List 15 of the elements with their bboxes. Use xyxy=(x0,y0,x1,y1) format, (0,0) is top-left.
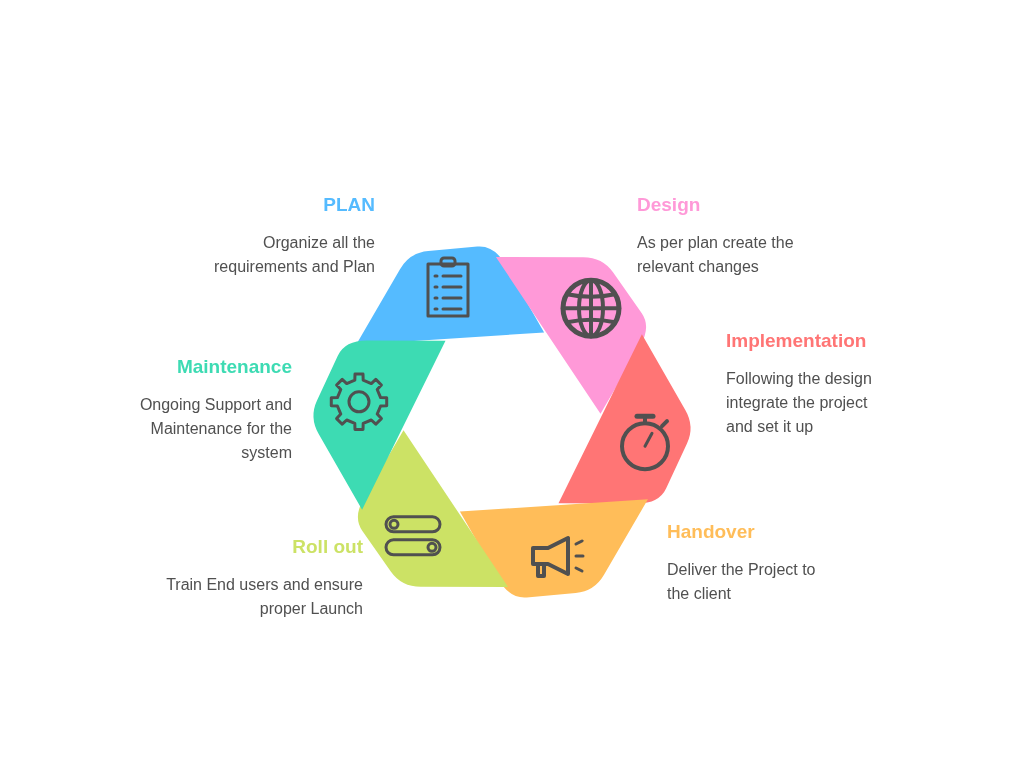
step-description: As per plan create the relevant changes xyxy=(637,233,795,277)
step-title: Handover xyxy=(667,520,756,544)
step-description: Organize all the requirements and Plan xyxy=(213,233,375,277)
cycle-segment xyxy=(558,334,691,504)
step-title: Maintenance xyxy=(175,355,292,379)
step-description: Train End users and ensure proper Launch xyxy=(165,575,363,619)
step-title: PLAN xyxy=(322,193,375,217)
cycle-segment xyxy=(459,499,648,598)
step-description: Deliver the Project to the client xyxy=(667,560,817,604)
step-title: Roll out xyxy=(291,535,363,559)
step-description: Following the design integrate the project and set it up xyxy=(726,369,873,437)
step-description: Ongoing Support and Maintenance for the system xyxy=(138,395,292,463)
step-title: Design xyxy=(637,193,702,217)
step-title: Implementation xyxy=(726,329,868,353)
cycle-segment xyxy=(313,340,446,510)
